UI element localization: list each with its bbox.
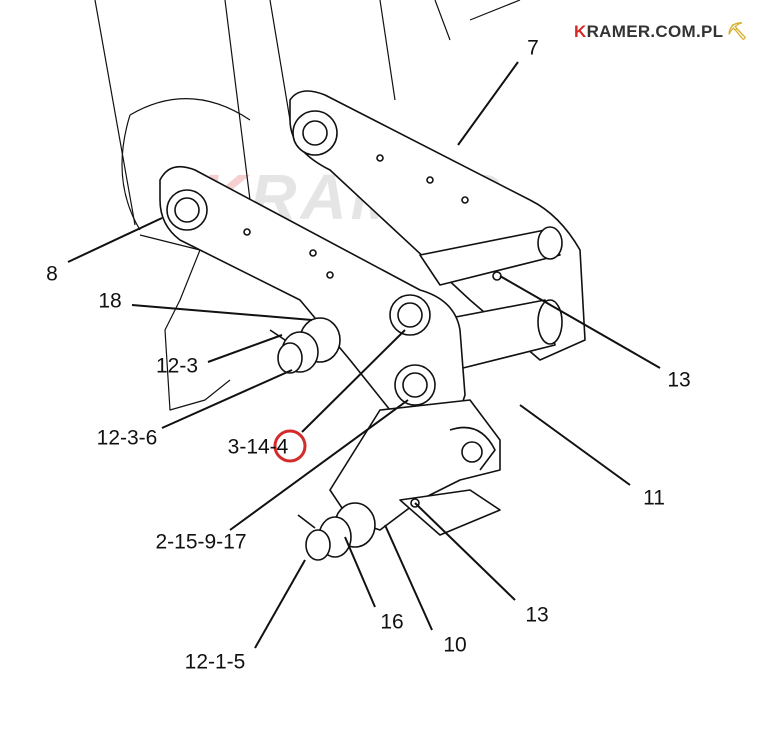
- logo-k: K: [574, 22, 587, 41]
- leader-3-14-4: [301, 329, 406, 433]
- leader-13-bottom: [414, 502, 516, 601]
- callout-2-15-9-17: 2-15-9-17: [155, 530, 247, 554]
- lower-bracket: [329, 271, 502, 536]
- callout-12-3-6: 12-3-6: [96, 426, 158, 450]
- logo-text: RAMER.COM.PL: [586, 22, 724, 41]
- callout-11: 11: [643, 486, 665, 510]
- leader-13-top: [499, 275, 661, 369]
- leader-12-3-6: [161, 369, 293, 429]
- leader-11: [519, 404, 631, 486]
- leader-7: [457, 61, 519, 146]
- callout-16: 16: [380, 610, 404, 634]
- callout-13-bottom: 13: [525, 603, 549, 627]
- pin-assembly-12-3: [269, 317, 341, 374]
- leader-16: [344, 536, 376, 608]
- callout-10: 10: [443, 633, 467, 657]
- pin-assembly-12-1-5: [297, 502, 376, 561]
- callout-18: 18: [98, 289, 122, 313]
- callout-12-3: 12-3: [155, 354, 199, 378]
- kramer-logo: KRAMER.COM.PL⛏: [574, 22, 748, 42]
- pin-shafts: [419, 226, 563, 371]
- link-plate-7: [289, 90, 586, 361]
- callout-8: 8: [46, 262, 58, 286]
- callout-7: 7: [527, 36, 539, 60]
- leader-12-1-5: [254, 559, 306, 649]
- highlight-circle: [273, 429, 307, 463]
- leader-10: [384, 524, 433, 631]
- link-plate-8: [159, 165, 466, 421]
- callout-12-1-5: 12-1-5: [184, 650, 246, 674]
- leader-18: [131, 304, 313, 321]
- leader-8: [67, 217, 163, 263]
- excavator-icon: ⛏: [726, 22, 749, 41]
- leader-2-15-9-17: [229, 399, 409, 531]
- leader-12-3: [207, 334, 283, 363]
- callout-13-top: 13: [667, 368, 691, 392]
- leader-lines: [67, 61, 661, 649]
- callout-3-14-4: 3-14-4: [227, 435, 289, 459]
